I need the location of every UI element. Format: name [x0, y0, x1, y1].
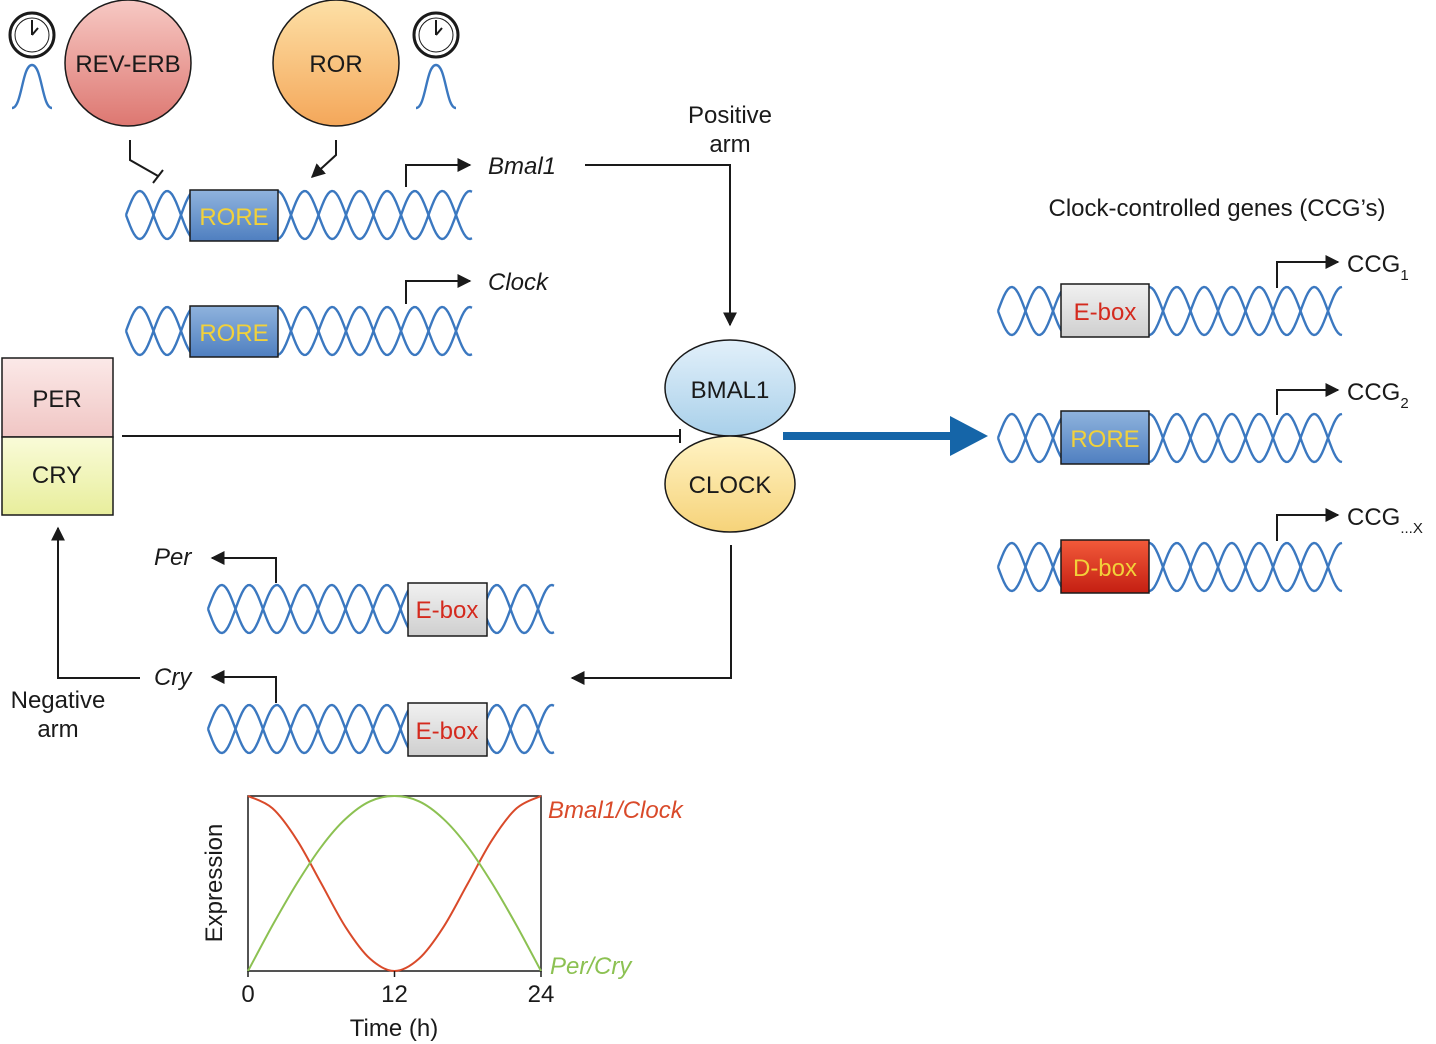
ccgx-base: CCG — [1347, 504, 1400, 531]
x-tick-label: 24 — [528, 981, 555, 1008]
per-protein-label: PER — [32, 386, 81, 413]
negative-arm-arrow — [51, 526, 140, 679]
ebox-element — [407, 702, 488, 757]
dbox-label: D-box — [1073, 555, 1137, 582]
bmal1-gene-label: Bmal1 — [488, 153, 556, 180]
dna-strand — [206, 703, 555, 755]
cry-protein-label: CRY — [32, 462, 82, 489]
dna-strand — [206, 583, 555, 635]
complex-to-per-cry-arrow — [570, 545, 732, 685]
ccg-title: Clock-controlled genes (CCG’s) — [1048, 195, 1385, 222]
ror-label: ROR — [309, 51, 362, 78]
positive-arm-label-line1: Positive — [688, 102, 772, 129]
transcription-start-arrow — [1276, 383, 1340, 415]
transcription-start-arrow — [1276, 255, 1340, 288]
dna-strand — [996, 412, 1343, 464]
per-gene-label: Per — [154, 544, 192, 571]
ebox-element — [1060, 283, 1150, 338]
dna-strand — [996, 541, 1343, 593]
negative-arm-label-line2: arm — [37, 716, 78, 743]
rore-label: RORE — [199, 204, 268, 231]
dna-strand — [124, 305, 473, 357]
output-arrow-head — [950, 416, 988, 456]
positive-arm-label-line2: arm — [709, 131, 750, 158]
expression-chart: 0 12 24 Bmal1/Clock Per/Cry Time (h) Expre… — [201, 794, 685, 1042]
ror-protein — [272, 0, 400, 127]
ccg1-label: CCG1 — [1347, 251, 1409, 284]
dna-strand — [124, 305, 473, 357]
negative-arm-label-line1: Negative — [11, 687, 106, 714]
transcription-start-arrow — [405, 158, 472, 187]
clock-icon — [8, 11, 56, 59]
transcription-start-arrow — [405, 274, 472, 304]
x-axis-label: Time (h) — [350, 1015, 438, 1042]
ebox-element — [407, 582, 488, 637]
rev-erb-inhibition-line — [129, 140, 159, 177]
clock-protein-label: CLOCK — [689, 472, 772, 499]
ror-activation-arrow — [310, 140, 337, 178]
clock-protein — [664, 435, 796, 533]
dna-strand — [124, 189, 473, 241]
series-label-per-cry: Per/Cry — [550, 953, 633, 980]
ebox-label: E-box — [416, 718, 479, 745]
clock-gene-label: Clock — [488, 269, 550, 296]
chart-frame — [247, 795, 542, 972]
rore-element — [189, 189, 279, 242]
ccg2-base: CCG — [1347, 379, 1400, 406]
rev-erb-protein — [64, 0, 192, 127]
dna-strand — [996, 412, 1343, 464]
bmal1-label: BMAL1 — [691, 377, 770, 404]
y-axis-label: Expression — [201, 824, 228, 943]
rore-element — [189, 305, 279, 358]
cry-gene-label: Cry — [154, 664, 193, 691]
per-protein — [1, 357, 114, 438]
ccg2-subscript: 2 — [1400, 395, 1408, 412]
dna-strand — [996, 541, 1343, 593]
dna-strand — [996, 285, 1343, 337]
cry-protein — [1, 436, 114, 516]
ccg2-label: CCG2 — [1347, 379, 1409, 412]
ccgx-subscript: ...X — [1400, 520, 1423, 537]
rhythm-wave-icon — [11, 63, 53, 110]
ebox-label: E-box — [416, 597, 479, 624]
x-tick-label: 12 — [381, 981, 408, 1008]
ccg1-base: CCG — [1347, 251, 1400, 278]
clock-icon — [412, 11, 460, 59]
rhythm-wave-icon — [415, 63, 457, 110]
series-line-per-cry — [247, 794, 542, 972]
positive-arm-arrow — [585, 164, 737, 327]
rore-label: RORE — [199, 320, 268, 347]
series-label-bmal1-clock: Bmal1/Clock — [548, 797, 685, 824]
rore-label: RORE — [1070, 426, 1139, 453]
dna-strand — [206, 583, 555, 635]
dna-strand — [996, 285, 1343, 337]
inhibition-bar — [152, 169, 164, 184]
dna-strand — [124, 189, 473, 241]
rore-element — [1060, 410, 1150, 465]
transcription-start-arrow — [210, 670, 277, 703]
x-tick-label: 0 — [241, 981, 254, 1008]
rev-erb-label: REV-ERB — [75, 51, 180, 78]
transcription-start-arrow — [1276, 508, 1340, 541]
dbox-element — [1060, 539, 1150, 594]
ebox-label: E-box — [1074, 299, 1137, 326]
dna-strands — [124, 189, 1343, 755]
ccgx-label: CCG...X — [1347, 504, 1423, 537]
ccg1-subscript: 1 — [1400, 267, 1408, 284]
dna-strand — [206, 703, 555, 755]
transcription-start-arrow — [210, 551, 277, 583]
